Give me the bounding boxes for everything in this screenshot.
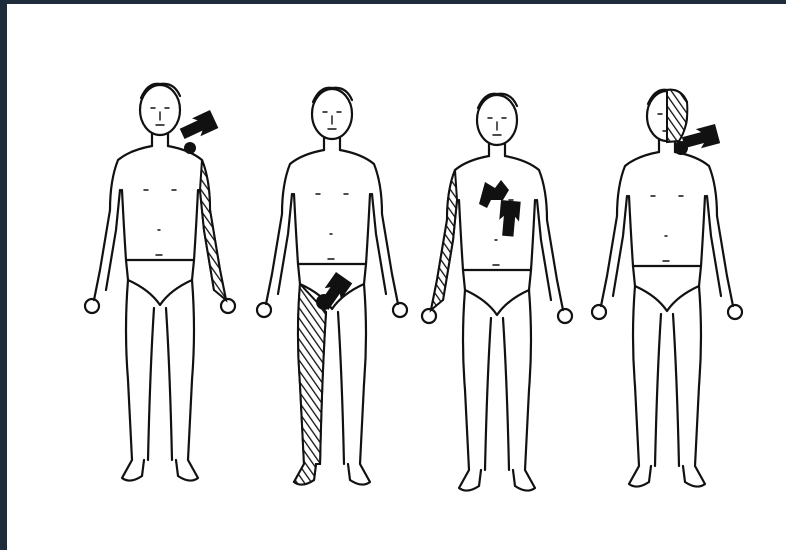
pain-referral-illustration — [7, 4, 786, 550]
figure-1 — [85, 84, 235, 481]
hatched-arm-region — [431, 170, 457, 310]
illustration-frame — [7, 4, 786, 550]
figure-4 — [592, 90, 742, 487]
hatched-arm-region — [200, 160, 226, 300]
figure-2 — [257, 88, 407, 485]
hatched-leg-region — [294, 284, 326, 485]
arrow-icon — [177, 102, 223, 148]
pain-spot — [184, 142, 196, 154]
figure-3 — [422, 94, 572, 491]
hatched-head-region — [667, 90, 687, 142]
